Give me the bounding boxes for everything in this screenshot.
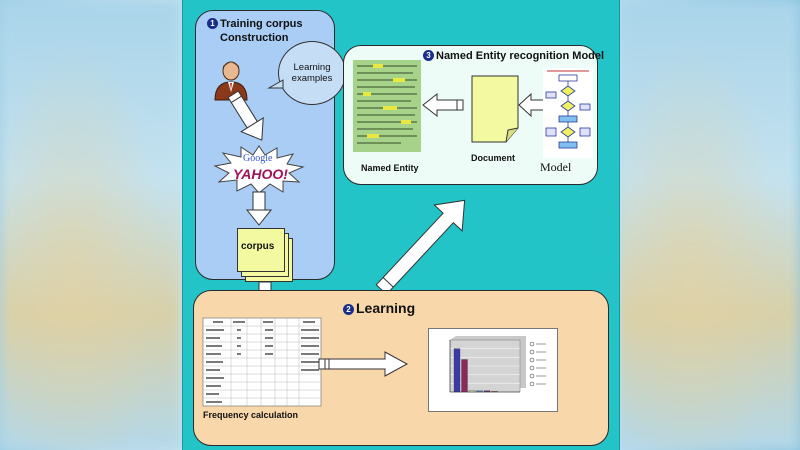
arrow-document-to-entity bbox=[422, 92, 464, 118]
arrow-table-to-chart bbox=[318, 351, 409, 377]
frequency-calculation-label: Frequency calculation bbox=[203, 410, 299, 420]
bubble-tail bbox=[267, 79, 284, 89]
chart-bar bbox=[461, 359, 468, 393]
bar-chart bbox=[449, 336, 546, 393]
blurred-background-right bbox=[618, 0, 800, 450]
training-title-line1: Training corpus bbox=[220, 18, 303, 30]
step-number-2: 2 bbox=[343, 304, 354, 315]
learning-title-text: Learning bbox=[356, 300, 416, 316]
document-icon bbox=[471, 75, 519, 143]
model-flowchart bbox=[543, 68, 593, 158]
user-icon bbox=[214, 61, 248, 101]
named-entity-text-page bbox=[353, 60, 421, 152]
yahoo-logo: YAHOO! bbox=[233, 166, 288, 182]
chart-legend-marker bbox=[529, 341, 535, 347]
chart-legend-marker bbox=[529, 365, 535, 371]
arrow-user-to-search bbox=[227, 90, 264, 141]
chart-bar bbox=[453, 348, 461, 393]
google-logo: Google bbox=[243, 153, 273, 164]
frequency-table bbox=[202, 317, 322, 407]
step-number-3: 3 bbox=[423, 50, 434, 61]
blurred-background-left bbox=[0, 0, 182, 450]
document-label: Document bbox=[471, 153, 516, 163]
chart-legend-marker bbox=[529, 381, 535, 387]
corpus-page-1 bbox=[237, 228, 285, 272]
chart-legend-marker bbox=[529, 357, 535, 363]
arrow-learning-to-ner bbox=[375, 199, 466, 296]
chart-legend-marker bbox=[529, 349, 535, 355]
learning-examples-bubble: Learning examples bbox=[278, 41, 346, 105]
model-label: Model bbox=[540, 160, 572, 174]
arrow-search-to-corpus bbox=[245, 191, 273, 226]
step-number-1: 1 bbox=[207, 18, 218, 29]
ner-title-text: Named Entity recognition Model bbox=[436, 50, 605, 62]
chart-legend-marker bbox=[529, 373, 535, 379]
named-entity-label: Named Entity bbox=[361, 163, 419, 173]
corpus-label: corpus bbox=[241, 241, 275, 252]
training-title-line2: Construction bbox=[220, 32, 289, 44]
